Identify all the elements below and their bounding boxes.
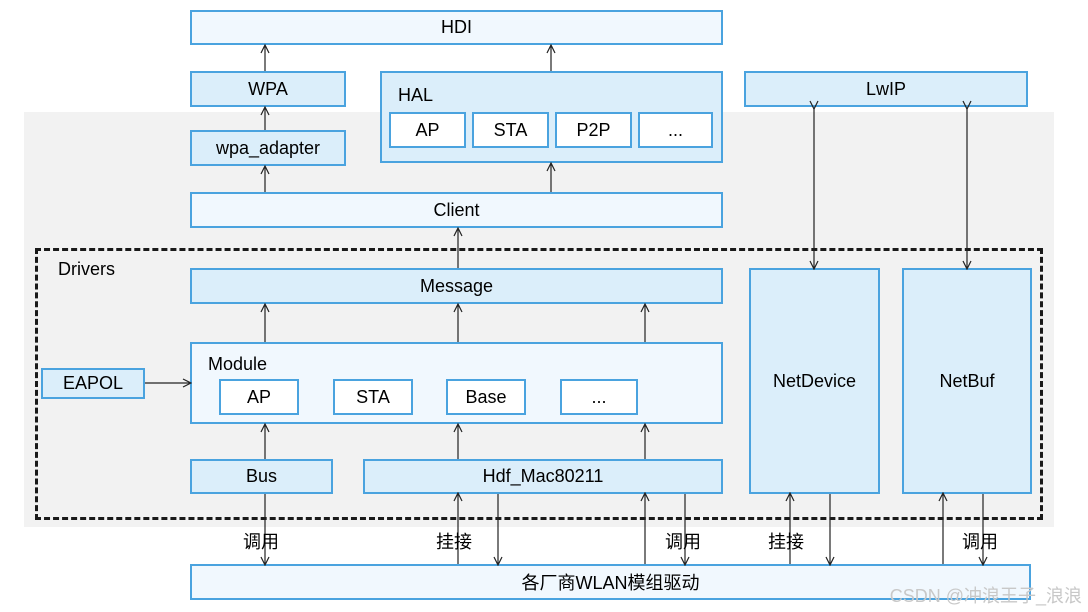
wpa-box: WPA (190, 71, 346, 107)
netbuf-label: NetBuf (939, 370, 995, 391)
drivers-container (35, 248, 1043, 520)
hdf-mac80211-box: Hdf_Mac80211 (363, 459, 723, 494)
hal-p2p-box: P2P (555, 112, 632, 148)
vendor-driver-box: 各厂商WLAN模组驱动 (190, 564, 1031, 600)
edge-label-call-netbuf: 调用 (962, 532, 998, 552)
module-base-label: Base (465, 386, 507, 407)
hal-p2p-label: P2P (576, 119, 611, 140)
module-more-box: ... (560, 379, 638, 415)
hal-ap-label: AP (415, 119, 440, 140)
edge-label-attach-netdevice: 挂接 (768, 532, 804, 552)
edge-label-attach-hdf: 挂接 (436, 532, 472, 552)
hal-label: HAL (398, 85, 434, 105)
hal-more-box: ... (638, 112, 713, 148)
module-more-label: ... (591, 386, 607, 407)
hdi-box: HDI (190, 10, 723, 45)
hal-more-label: ... (667, 119, 683, 140)
lwip-box: LwIP (744, 71, 1028, 107)
edge-label-call-hdf: 调用 (665, 532, 701, 552)
bus-box: Bus (190, 459, 333, 494)
module-ap-label: AP (246, 386, 271, 407)
watermark: CSDN @冲浪王子_浪浪 (889, 586, 1082, 606)
drivers-label: Drivers (58, 259, 115, 279)
message-label: Message (419, 275, 494, 296)
hdf-mac80211-label: Hdf_Mac80211 (482, 466, 604, 486)
hal-ap-box: AP (389, 112, 466, 148)
vendor-driver-label: 各厂商WLAN模组驱动 (521, 573, 700, 593)
bus-label: Bus (245, 466, 278, 486)
module-sta-label: STA (356, 386, 390, 407)
hal-sta-box: STA (472, 112, 549, 148)
module-base-box: Base (446, 379, 526, 415)
module-label: Module (208, 354, 268, 374)
client-label: Client (433, 199, 480, 220)
hal-sta-label: STA (493, 119, 528, 140)
netdevice-label: NetDevice (772, 370, 857, 391)
module-ap-box: AP (219, 379, 299, 415)
edge-label-call-bus: 调用 (243, 532, 279, 552)
module-sta-box: STA (333, 379, 413, 415)
eapol-label: EAPOL (62, 373, 124, 393)
background-panel (24, 112, 1054, 527)
hdi-label: HDI (441, 17, 472, 37)
lwip-label: LwIP (865, 78, 907, 99)
wpa-adapter-label: wpa_adapter (215, 137, 321, 158)
eapol-box: EAPOL (41, 368, 145, 399)
wpa-label: WPA (248, 78, 288, 99)
